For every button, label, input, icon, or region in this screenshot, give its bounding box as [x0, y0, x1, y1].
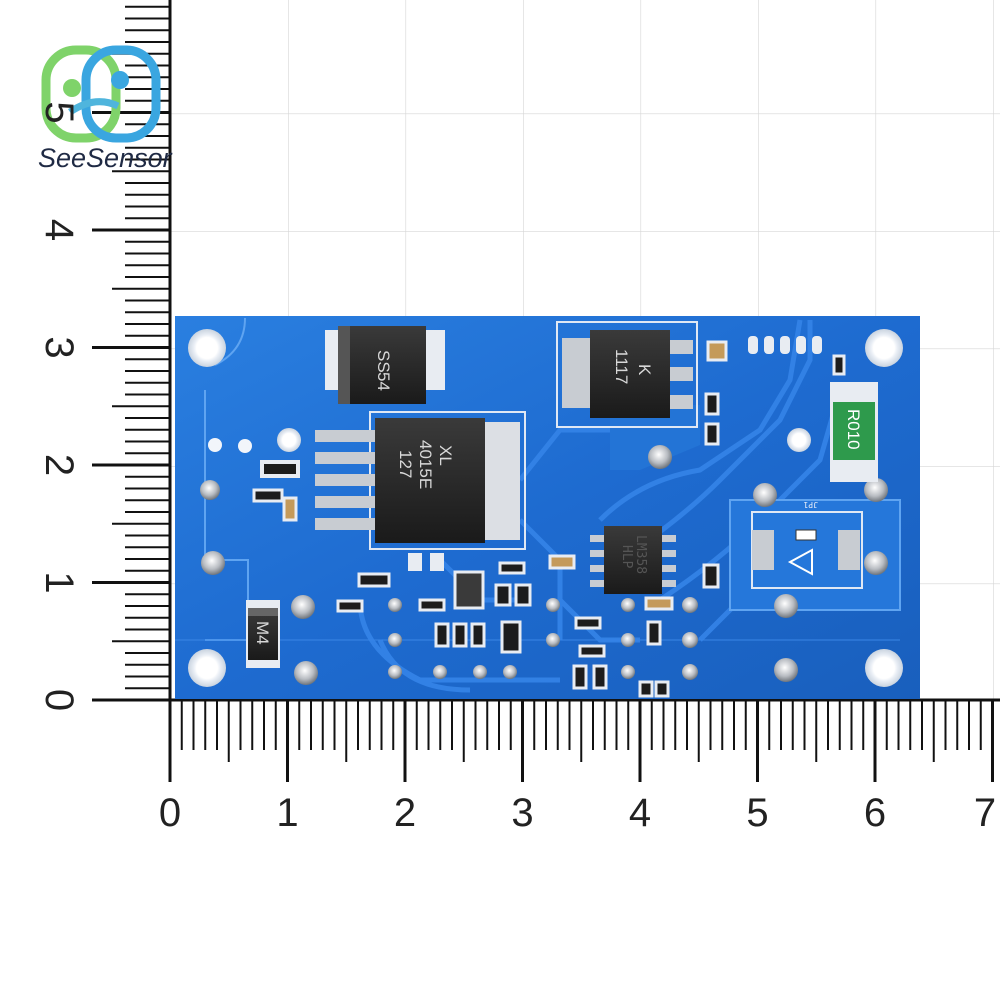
svg-text:SS: SS: [374, 350, 393, 373]
vertical-ruler: [92, 0, 172, 702]
svg-text:127: 127: [396, 450, 415, 478]
opamp-lm358: LM358 HLP: [590, 526, 676, 594]
mount-hole-top-left: [188, 329, 226, 367]
smd-components: [252, 340, 846, 698]
pcb-board: SS 54 XL 4015E 127: [175, 316, 920, 699]
svg-text:HLP: HLP: [619, 545, 634, 569]
svg-text:1117: 1117: [612, 349, 631, 384]
horizontal-ruler-label: 1: [276, 791, 298, 835]
horizontal-ruler-label: 3: [511, 791, 533, 835]
horizontal-ruler: [168, 698, 1000, 782]
diode-m4: M4: [246, 600, 280, 668]
mount-hole-bottom-right: [865, 649, 903, 687]
horizontal-ruler-label: 7: [974, 791, 996, 835]
jumper-jp1: JP1: [751, 500, 863, 589]
svg-text:LM358: LM358: [633, 535, 648, 574]
vertical-ruler-label: 0: [37, 689, 81, 711]
svg-text:R010: R010: [844, 409, 863, 450]
svg-text:M4: M4: [253, 621, 272, 645]
regulator-xl4015: XL 4015E 127: [315, 411, 526, 550]
horizontal-ruler-label: 4: [629, 791, 651, 835]
mount-hole-bottom-left: [188, 649, 226, 687]
vertical-ruler-label: 5: [37, 101, 81, 123]
shunt-resistor-r010: R010: [830, 382, 878, 482]
svg-text:JP1: JP1: [803, 500, 818, 509]
mount-hole-top-right: [865, 329, 903, 367]
brand-name: SeeSensor: [38, 143, 173, 173]
seesensor-logo: SeeSensor: [38, 45, 173, 173]
horizontal-ruler-label: 5: [746, 791, 768, 835]
header-pads: [748, 336, 822, 354]
svg-text:K: K: [635, 364, 654, 376]
solder-pads: [200, 445, 888, 685]
vertical-ruler-label: 2: [37, 454, 81, 476]
diode-ss54: SS 54: [325, 326, 445, 404]
svg-text:4015E: 4015E: [416, 440, 435, 489]
horizontal-ruler-label: 0: [159, 791, 181, 835]
vertical-ruler-label: 3: [37, 336, 81, 358]
vertical-ruler-label: 4: [37, 219, 81, 241]
svg-text:XL: XL: [436, 445, 455, 466]
vertical-ruler-label: 1: [37, 571, 81, 593]
horizontal-ruler-label: 6: [864, 791, 886, 835]
regulator-1117: K 1117: [556, 321, 698, 428]
svg-text:54: 54: [374, 372, 393, 391]
horizontal-ruler-label: 2: [394, 791, 416, 835]
